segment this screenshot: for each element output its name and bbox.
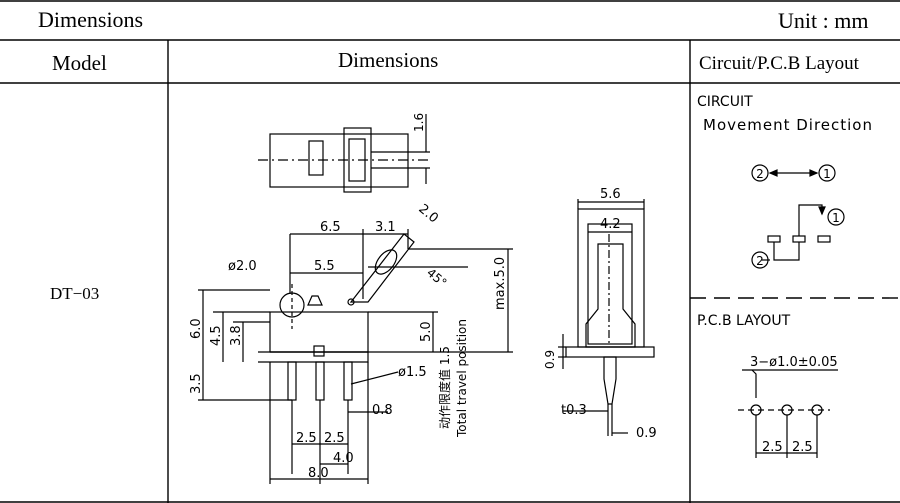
dim-hole20: ø2.0 xyxy=(228,259,257,274)
dim-w65: 6.5 xyxy=(320,220,341,235)
pcb-pitch-2: 2.5 xyxy=(792,440,813,455)
unit-label: Unit : mm xyxy=(778,8,869,33)
dim-s09b: 0.9 xyxy=(636,426,657,441)
column-model: Model xyxy=(52,51,107,75)
dim-s42: 4.2 xyxy=(600,217,621,232)
dim-w08: 0.8 xyxy=(372,403,393,418)
dim-max50: max.5.0 xyxy=(493,257,508,310)
dim-h50: 5.0 xyxy=(419,321,434,342)
dim-p25a: 2.5 xyxy=(296,431,317,446)
column-dimensions: Dimensions xyxy=(338,48,439,72)
dim-s56: 5.6 xyxy=(600,187,621,202)
header-title: Dimensions xyxy=(38,7,144,32)
dim-angle: 45° xyxy=(424,266,449,290)
dim-w55: 5.5 xyxy=(314,259,335,274)
pcb-title: P.C.B LAYOUT xyxy=(697,313,791,329)
travel-en: Total travel position xyxy=(455,319,469,438)
dim-h35: 3.5 xyxy=(189,373,204,394)
dim-w40: 4.0 xyxy=(333,451,354,466)
dim-pin15: ø1.5 xyxy=(398,365,427,380)
circuit-t1: 1 xyxy=(823,167,831,181)
travel-cn: 动作限度值 1.5 xyxy=(437,346,452,429)
column-layout: Circuit/P.C.B Layout xyxy=(699,53,859,74)
dim-p25b: 2.5 xyxy=(324,431,345,446)
circuit-t1b: 1 xyxy=(832,211,840,225)
dim-w80: 8.0 xyxy=(308,466,329,481)
circuit-t2b: 2 xyxy=(756,254,764,268)
pcb-hole-spec: 3−ø1.0±0.05 xyxy=(750,355,838,370)
dim-w31: 3.1 xyxy=(375,220,396,235)
circuit-subtitle: Movement Direction xyxy=(703,116,873,134)
circuit-diagram: 2 1 1 2 xyxy=(751,164,845,269)
dim-s09: 0.9 xyxy=(543,350,557,369)
circuit-t2: 2 xyxy=(756,167,764,181)
dim-lever: 2.0 xyxy=(415,202,440,227)
circuit-title: CIRCUIT xyxy=(697,94,753,110)
pcb-diagram: 3−ø1.0±0.05 2.5 2.5 xyxy=(738,355,838,458)
dim-h38: 3.8 xyxy=(229,325,244,346)
dimension-drawing: 1.6 6.5 3.1 2.0 5.5 ø2.0 45° max.5.0 6.0… xyxy=(189,113,657,484)
dim-top-h: 1.6 xyxy=(412,113,426,132)
model-name: DT−03 xyxy=(50,284,100,303)
dim-h45: 4.5 xyxy=(209,325,224,346)
dim-t03: t0.3 xyxy=(561,403,587,418)
pcb-pitch-1: 2.5 xyxy=(762,440,783,455)
dim-h60: 6.0 xyxy=(189,318,204,339)
